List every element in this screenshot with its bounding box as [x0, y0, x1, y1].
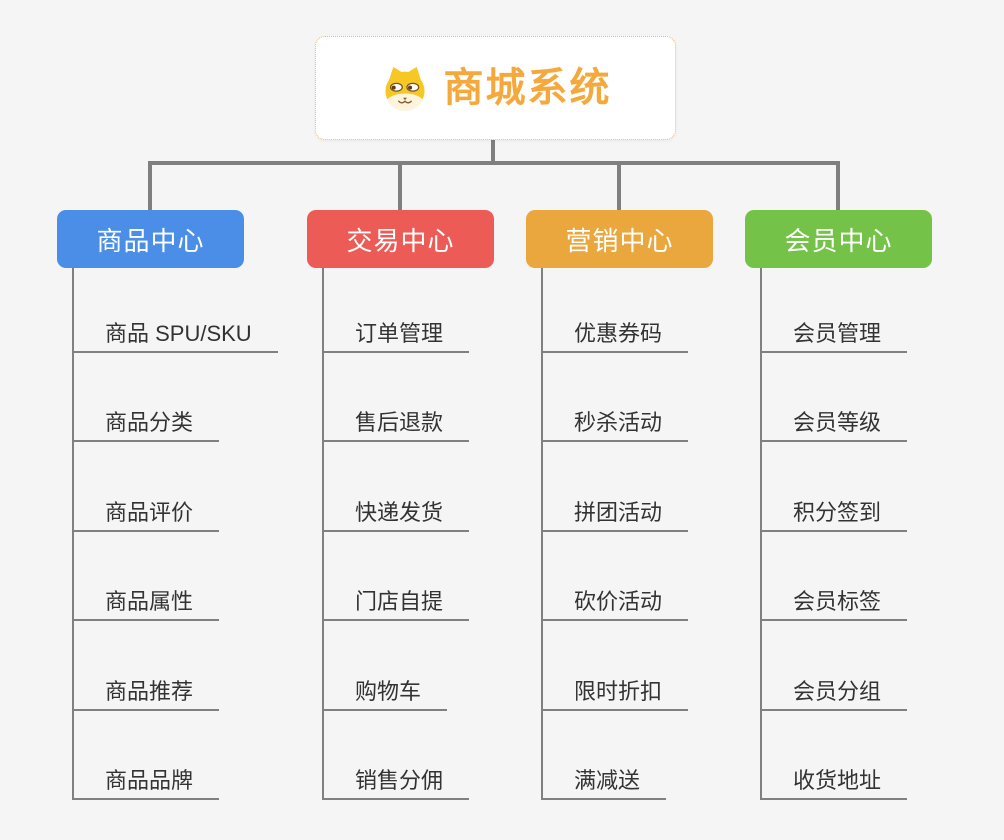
leaf-node[interactable]: 商品推荐 [72, 679, 220, 711]
leaf-node[interactable]: 砍价活动 [541, 589, 689, 621]
drop-connector-marketing [617, 161, 621, 210]
leaf-node[interactable]: 门店自提 [322, 589, 470, 621]
dog-face-icon [384, 66, 425, 111]
branch-node-product-center[interactable]: 商品中心 [57, 210, 244, 268]
leaf-node[interactable]: 优惠券码 [541, 321, 689, 353]
leaf-node[interactable]: 拼团活动 [541, 500, 689, 532]
branch-node-member-center[interactable]: 会员中心 [745, 210, 932, 268]
leaf-node[interactable]: 商品 SPU/SKU [72, 321, 278, 353]
leaf-node[interactable]: 秒杀活动 [541, 410, 689, 442]
leaf-node[interactable]: 积分签到 [760, 500, 908, 532]
root-title: 商城系统 [443, 66, 612, 110]
leaf-node[interactable]: 会员标签 [760, 589, 908, 621]
branch-node-trade-center[interactable]: 交易中心 [307, 210, 494, 268]
leaf-node[interactable]: 商品品牌 [72, 768, 220, 800]
branch-column-trade: 交易中心 订单管理 售后退款 快递发货 门店自提 购物车 销售分佣 [307, 210, 567, 810]
branch-column-marketing: 营销中心 优惠券码 秒杀活动 拼团活动 砍价活动 限时折扣 满减送 [526, 210, 786, 810]
leaf-node[interactable]: 满减送 [541, 768, 667, 800]
drop-connector-product [148, 161, 152, 210]
drop-connector-trade [398, 161, 402, 210]
branch-column-product: 商品中心 商品 SPU/SKU 商品分类 商品评价 商品属性 商品推荐 商品品牌 [57, 210, 317, 810]
trunk-connector [322, 268, 324, 800]
leaf-node[interactable]: 会员管理 [760, 321, 908, 353]
branch-node-marketing-center[interactable]: 营销中心 [526, 210, 713, 268]
branch-horizontal-connector [148, 161, 840, 165]
root-node[interactable]: 商城系统 [315, 36, 676, 140]
root-stem-connector [491, 140, 495, 163]
leaf-node[interactable]: 订单管理 [322, 321, 470, 353]
leaf-node[interactable]: 收货地址 [760, 768, 908, 800]
drop-connector-member [836, 161, 840, 210]
trunk-connector [760, 268, 762, 800]
trunk-connector [72, 268, 74, 800]
trunk-connector [541, 268, 543, 800]
leaf-node[interactable]: 会员分组 [760, 679, 908, 711]
leaf-node[interactable]: 限时折扣 [541, 679, 689, 711]
leaf-node[interactable]: 商品评价 [72, 500, 220, 532]
leaf-node[interactable]: 购物车 [322, 679, 448, 711]
leaf-node[interactable]: 销售分佣 [322, 768, 470, 800]
leaf-node[interactable]: 商品分类 [72, 410, 220, 442]
leaf-node[interactable]: 会员等级 [760, 410, 908, 442]
leaf-node[interactable]: 快递发货 [322, 500, 470, 532]
branch-column-member: 会员中心 会员管理 会员等级 积分签到 会员标签 会员分组 收货地址 [745, 210, 1004, 810]
leaf-node[interactable]: 售后退款 [322, 410, 470, 442]
leaf-node[interactable]: 商品属性 [72, 589, 220, 621]
